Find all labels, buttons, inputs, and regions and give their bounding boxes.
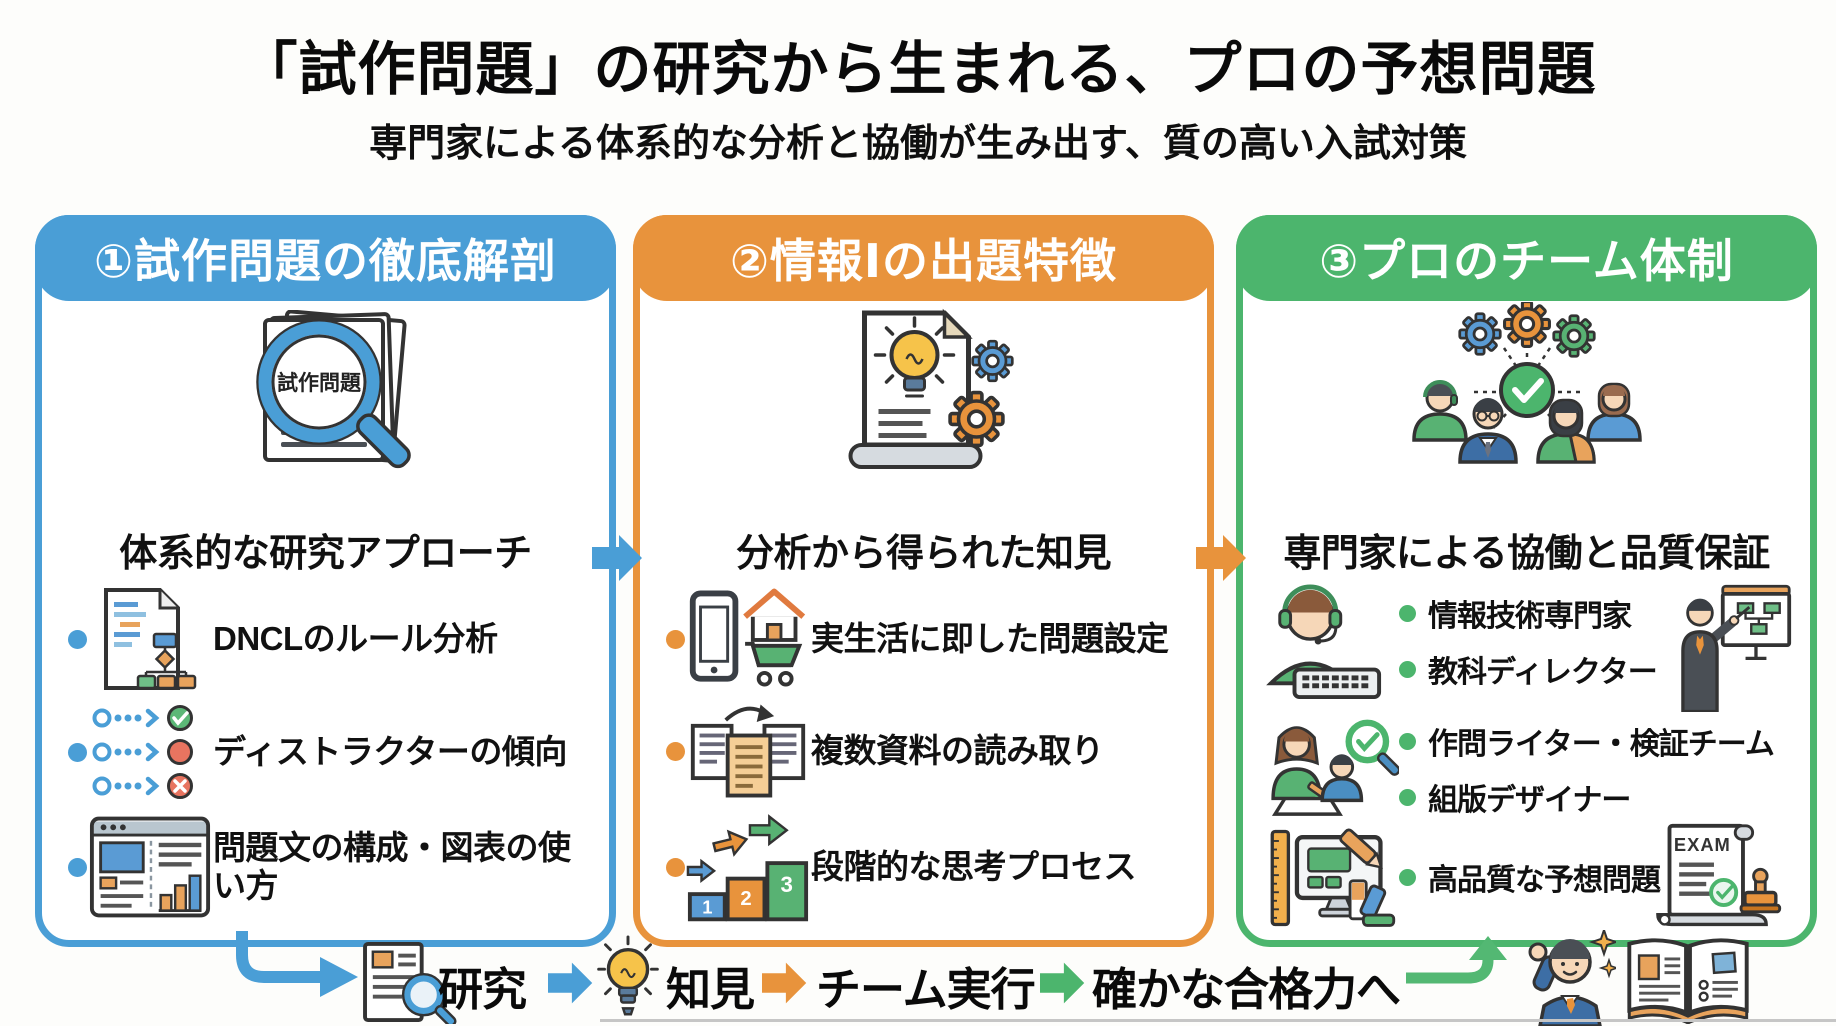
bullet-layout: 問題文の構成・図表の使い方 (42, 807, 609, 927)
bullet-distractor: ディストラクターの傾向 (42, 692, 609, 812)
arrow-team-result-icon (1040, 960, 1086, 1011)
person-woman (1585, 382, 1642, 442)
phone-house-cart-icon (685, 585, 811, 693)
team-bullet: 作問ライター・検証チーム (1399, 716, 1775, 766)
team-bullet: 高品質な予想問題 (1399, 852, 1661, 902)
exam-label: EXAM (1674, 834, 1731, 855)
document-magnifier-icon (358, 940, 458, 1026)
bullet-step-thinking: 1 2 3 段階的な思考プロセス (640, 808, 1207, 926)
team-row-experts: 情報技術専門家 教科ディレクター (1243, 574, 1810, 714)
column-team: ③プロのチーム体制 (1236, 215, 1817, 947)
arrow-col1-col2-icon (592, 532, 644, 589)
bullet-label: 情報技術専門家 (1428, 600, 1632, 633)
bullet-label: 複数資料の読み取り (811, 731, 1104, 769)
person-woman-2 (1535, 398, 1596, 464)
svg-text:1: 1 (702, 897, 712, 918)
team-collaboration-icon (1392, 300, 1662, 477)
column-team-header: ③プロのチーム体制 (1236, 215, 1817, 301)
bullet-label: 実生活に即した問題設定 (811, 619, 1169, 657)
bullet-dot (1399, 660, 1416, 678)
bullet-multi-docs: 複数資料の読み取り (640, 692, 1207, 810)
presenter-icon (1681, 582, 1793, 717)
flow-step-team: チーム実行 (816, 964, 1036, 1015)
person-headset (1411, 380, 1468, 442)
column-features-header: ②情報Ⅰの出題特徴 (633, 215, 1214, 301)
magnifier-documents-icon: 試作問題 (201, 309, 451, 483)
bullet-dot (666, 857, 685, 877)
team-bullet: 教科ディレクター (1399, 644, 1658, 694)
flow-step-insight: 知見 (666, 964, 755, 1015)
page-title: 「試作問題」の研究から生まれる、プロの予想問題 (239, 37, 1597, 102)
flow-step-research: 研究 (438, 964, 527, 1015)
team-bullet: 組版デザイナー (1399, 772, 1774, 822)
arrow-col2-col3-icon (1196, 532, 1248, 589)
bullet-dot (1399, 604, 1416, 622)
celebrating-person-icon (1516, 926, 1620, 1026)
writers-check-icon (1265, 714, 1401, 827)
bullet-label: 作問ライター・検証チーム (1428, 728, 1775, 761)
bottom-divider (600, 1019, 1836, 1022)
column-features: ②情報Ⅰの出題特徴 (633, 215, 1214, 947)
gear-icon (947, 390, 1005, 448)
team-row-quality: 高品質な予想問題 EXAM (1243, 820, 1810, 936)
section-title-team: 専門家による協働と品質保証 (1283, 533, 1770, 575)
bullet-dot (666, 629, 685, 649)
bullet-label: DNCLのルール分析 (213, 619, 498, 657)
gear-icon (970, 339, 1014, 383)
bullet-dncl: DNCLのルール分析 (42, 579, 609, 699)
arrow-research-insight-icon (548, 960, 594, 1011)
bullet-label: 教科ディレクター (1428, 656, 1658, 689)
bullet-dot (68, 857, 87, 877)
document-idea-gears-icon (816, 307, 1031, 484)
bullet-label: 組版デザイナー (1428, 784, 1631, 817)
person-glasses (1457, 398, 1518, 464)
bullet-label: 問題文の構成・図表の使い方 (213, 828, 571, 904)
bullet-label: 段階的な思考プロセス (811, 847, 1137, 885)
bullet-label: ディストラクターの傾向 (213, 732, 567, 770)
open-book-icon (1618, 934, 1758, 1026)
distractor-paths-icon (87, 703, 213, 801)
column-analysis: ①試作問題の徹底解剖 試作問題 (35, 215, 616, 947)
lightbulb-icon (596, 934, 660, 1026)
section-title-features: 分析から得られた知見 (735, 533, 1112, 575)
multiple-documents-icon (685, 698, 811, 804)
design-tools-icon (1265, 822, 1401, 939)
column-analysis-header: ①試作問題の徹底解剖 (35, 215, 616, 301)
exam-scroll-icon: EXAM (1639, 820, 1787, 941)
team-bullet: 情報技術専門家 (1399, 588, 1657, 638)
curve-arrow-down-icon (230, 931, 365, 1004)
bullet-real-life: 実生活に即した問題設定 (640, 580, 1207, 698)
bullet-dot (1399, 788, 1416, 806)
bullet-dot (68, 742, 87, 762)
page-subtitle: 専門家による体系的な分析と協働が生み出す、質の高い入試対策 (369, 123, 1467, 165)
curve-arrow-up-icon (1406, 936, 1521, 993)
svg-text:2: 2 (740, 888, 751, 910)
section-title-analysis: 体系的な研究アプローチ (119, 533, 532, 575)
bullet-label: 高品質な予想問題 (1428, 864, 1661, 897)
support-agent-icon (1265, 580, 1385, 709)
team-row-writers: 作問ライター・検証チーム 組版デザイナー (1243, 710, 1810, 828)
sparkle-icon (1588, 926, 1620, 979)
flow-step-result: 確かな合格力へ (1092, 964, 1401, 1015)
hero-caption: 試作問題 (277, 371, 362, 395)
step-podium-icon: 1 2 3 (685, 812, 811, 922)
bullet-dot (1399, 868, 1416, 886)
bullet-dot (1399, 732, 1416, 750)
svg-text:3: 3 (781, 872, 793, 897)
arrow-insight-team-icon (762, 960, 808, 1011)
bullet-dot (68, 629, 87, 649)
page-layout-chart-icon (87, 815, 213, 919)
code-flowchart-icon (87, 586, 213, 692)
bullet-dot (666, 741, 685, 761)
